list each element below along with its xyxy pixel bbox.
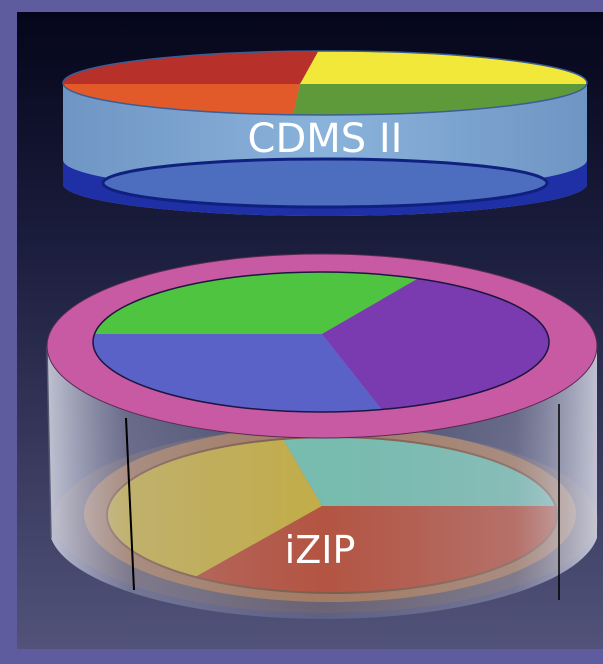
cdms-ii-label: CDMS II <box>248 116 403 162</box>
cdms-top-face <box>63 51 587 115</box>
izip-inner-edge-left <box>125 417 135 591</box>
cdms-top-rim <box>62 50 588 116</box>
cdms-quadrant-yellow <box>300 51 587 84</box>
izip-cylinder-wall <box>47 346 597 619</box>
cdms-quadrant-orange <box>63 84 300 115</box>
izip-outer-edge-left <box>46 345 52 539</box>
cdms-quadrant-red <box>63 51 330 84</box>
izip-label: iZIP <box>285 528 356 572</box>
izip-top-purple <box>322 272 549 412</box>
cdms-ii-detector: CDMS II <box>62 50 588 216</box>
cdms-quadrant-green <box>290 84 587 115</box>
izip-detector: iZIP <box>46 253 598 619</box>
cdms-inner-disc <box>101 157 549 209</box>
izip-top-face-rim <box>92 271 550 413</box>
